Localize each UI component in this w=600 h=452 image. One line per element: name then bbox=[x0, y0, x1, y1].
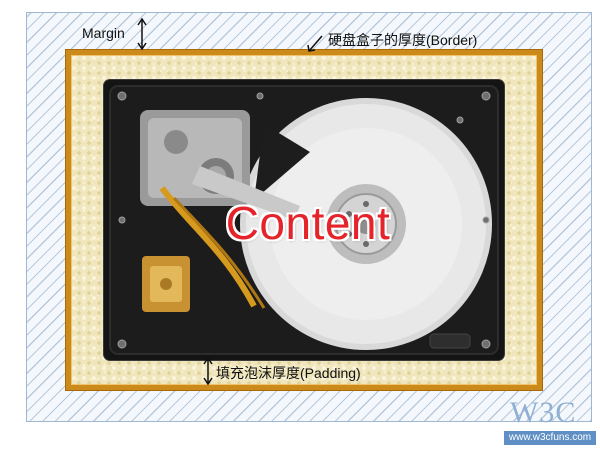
arrow-diagonal-icon bbox=[307, 35, 323, 52]
double-arrow-vertical-icon bbox=[137, 17, 147, 51]
w3cfuns-logo: W3C www.w3cfuns.com bbox=[504, 396, 596, 448]
logo-url: www.w3cfuns.com bbox=[504, 431, 596, 445]
content-box bbox=[104, 80, 504, 360]
margin-label: Margin bbox=[82, 25, 125, 41]
double-arrow-vertical-icon bbox=[203, 356, 213, 386]
content-label: Content bbox=[225, 197, 391, 249]
padding-label: 填充泡沫厚度(Padding) bbox=[216, 365, 361, 381]
border-frame bbox=[66, 50, 542, 390]
hard-drive-image bbox=[104, 80, 504, 360]
border-label: 硬盘盒子的厚度(Border) bbox=[328, 32, 478, 48]
logo-mark: W3C bbox=[510, 396, 577, 429]
